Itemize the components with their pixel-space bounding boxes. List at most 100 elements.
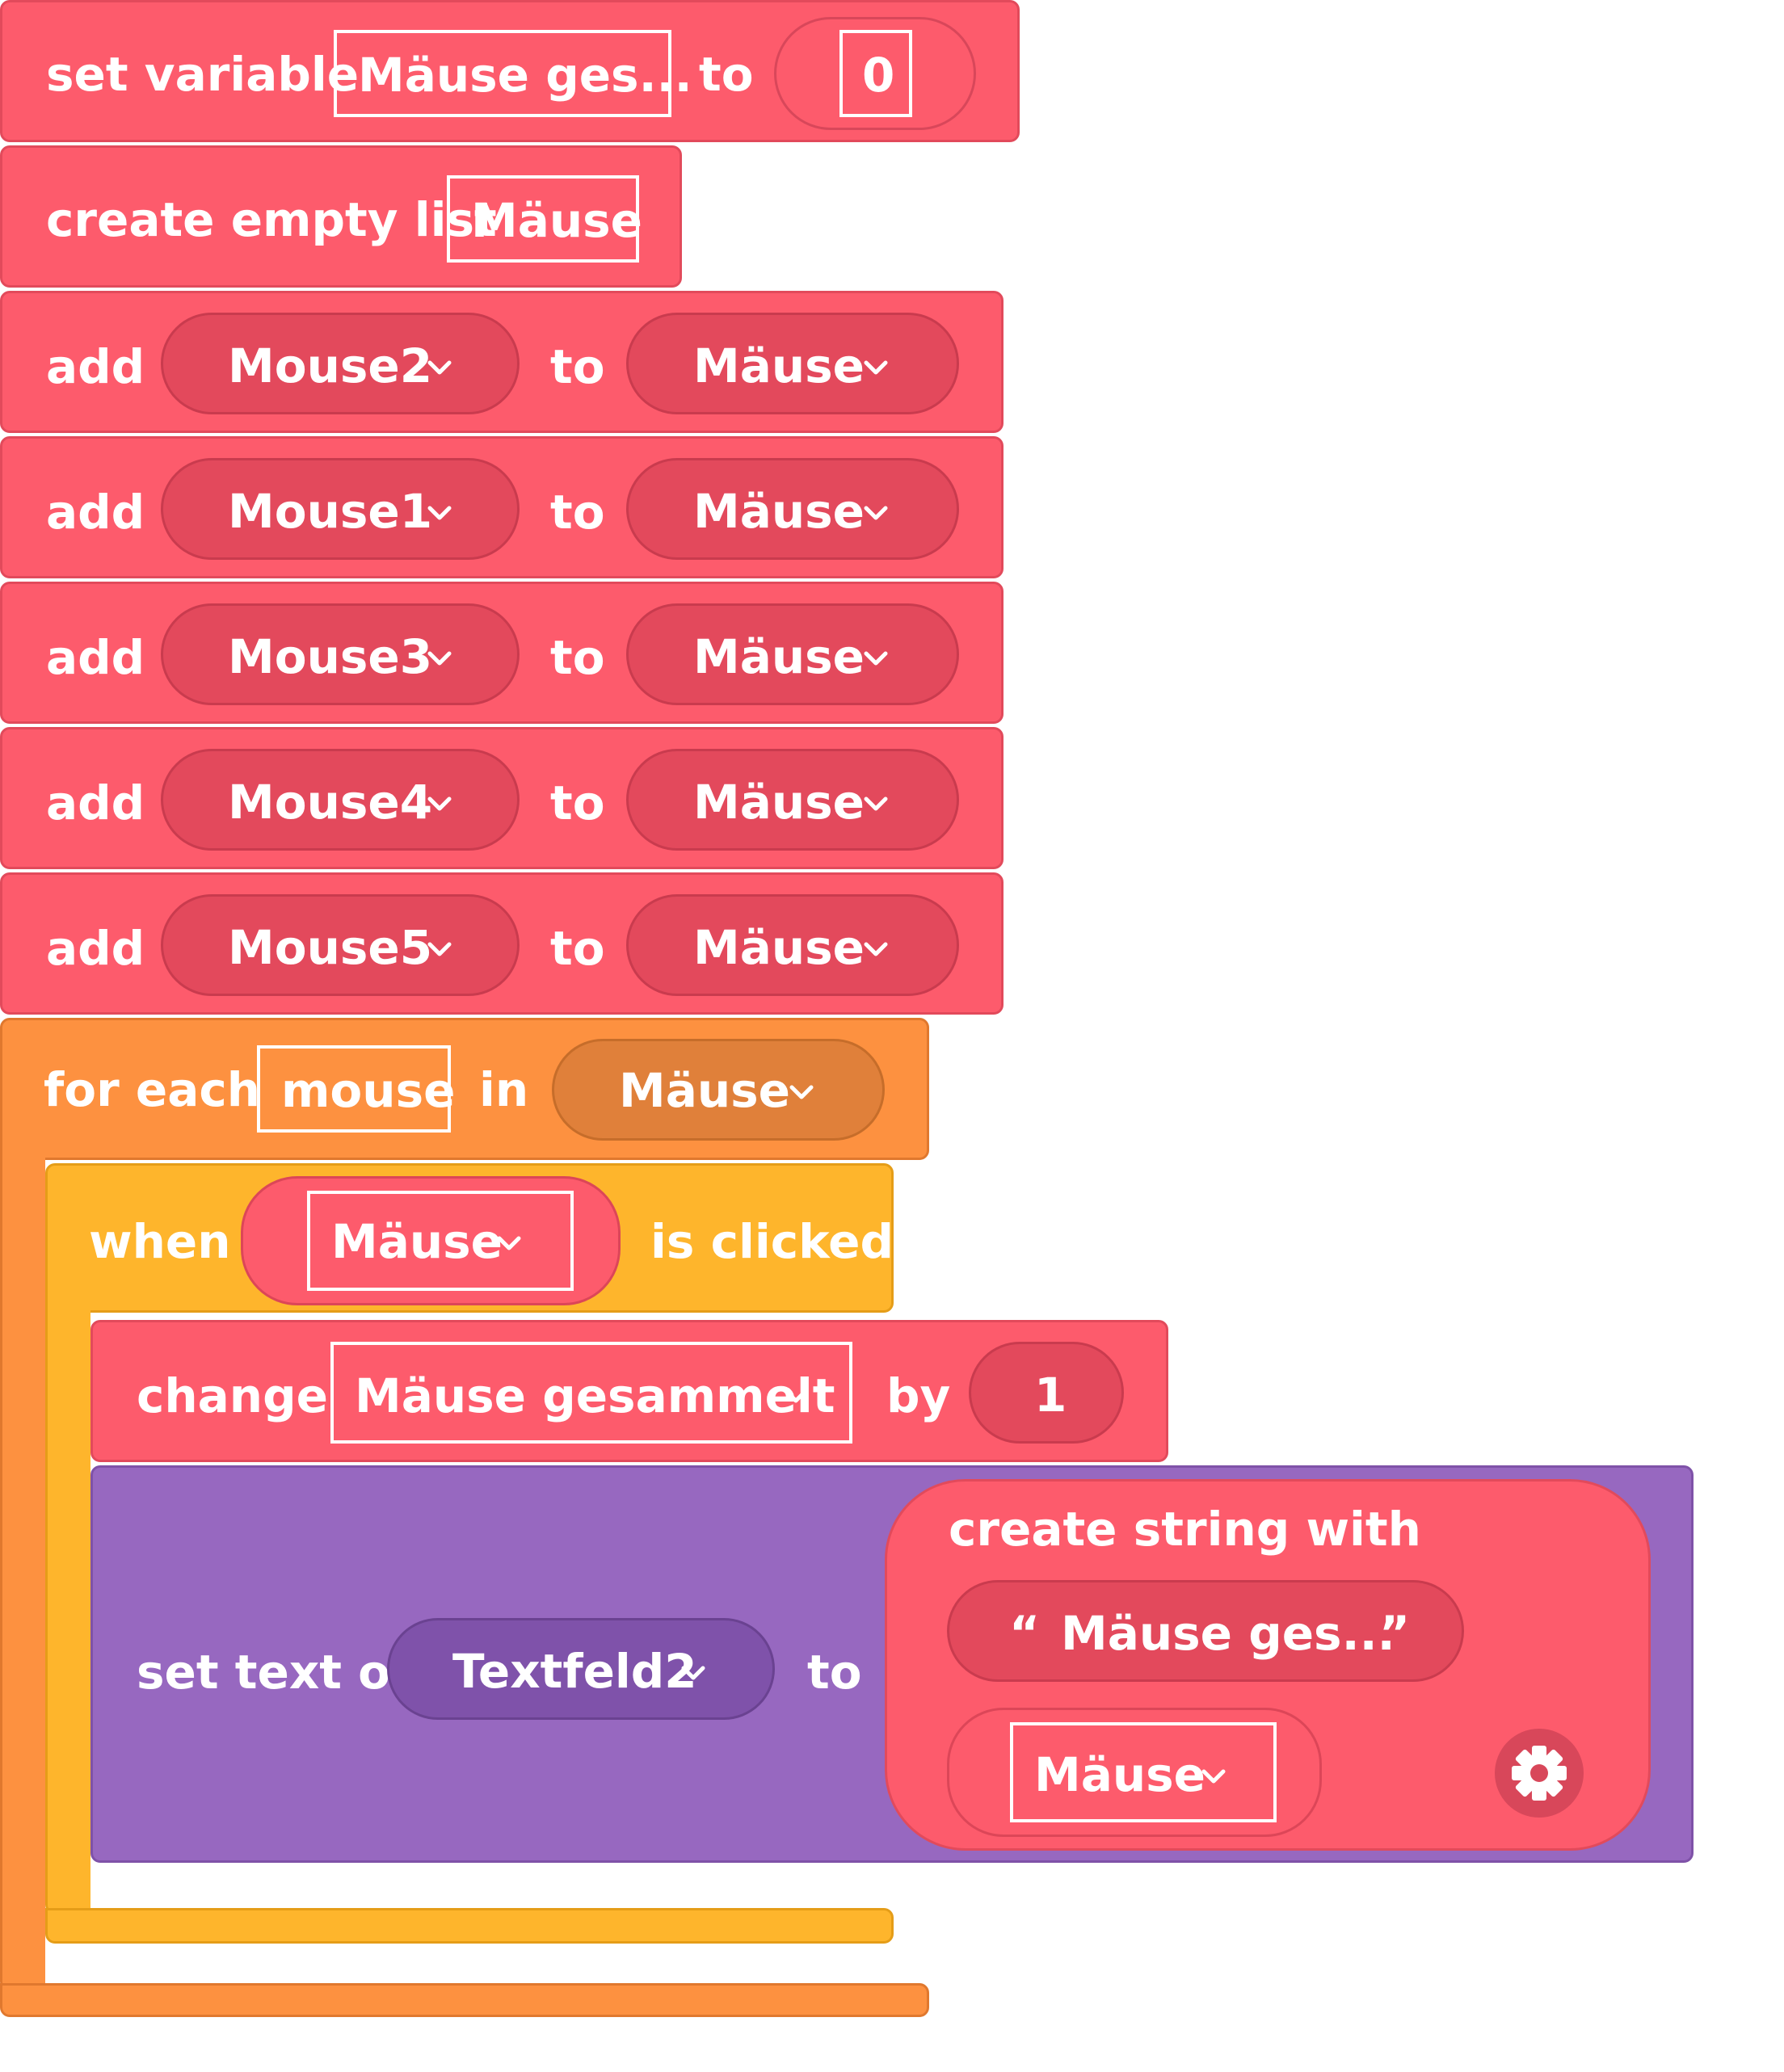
- chevron-down-icon: [427, 796, 452, 811]
- loop-variable-text: mouse: [281, 1063, 456, 1118]
- list-name-field[interactable]: Mäuse: [447, 175, 643, 263]
- change-amount-field[interactable]: 1: [969, 1342, 1124, 1444]
- string-variable-text: Mäuse: [1034, 1747, 1206, 1802]
- gear-icon[interactable]: [1495, 1729, 1584, 1818]
- add-list-text: Mäuse: [693, 775, 865, 830]
- chevron-down-icon: [427, 506, 452, 520]
- create-string-label: create string with: [949, 1502, 1421, 1557]
- change-variable-text: Mäuse gesammelt: [355, 1368, 835, 1423]
- add-list-text: Mäuse: [693, 920, 865, 975]
- add-item-block[interactable]: add Mouse4 to Mäuse: [0, 727, 1004, 869]
- add-item-text: Mouse1: [228, 484, 433, 539]
- set-variable-to-label: to: [699, 47, 754, 102]
- chevron-down-icon: [427, 651, 452, 666]
- add-item-block[interactable]: add Mouse2 to Mäuse: [0, 291, 1004, 433]
- set-text-to-label: to: [807, 1645, 862, 1700]
- component-socket: [241, 1176, 621, 1305]
- chevron-down-icon: [864, 942, 888, 956]
- variable-name-text: Mäuse ges...: [358, 48, 692, 103]
- create-empty-list-block[interactable]: create empty list Mäuse: [0, 145, 682, 288]
- add-item-dropdown[interactable]: Mouse5: [161, 894, 520, 996]
- chevron-down-icon: [784, 1389, 808, 1403]
- string-literal-text: Mäuse ges...: [1061, 1606, 1395, 1661]
- for-each-block-foot: [0, 1983, 929, 2017]
- string-literal-block[interactable]: “ Mäuse ges... ”: [947, 1580, 1464, 1682]
- add-list-text: Mäuse: [693, 484, 865, 539]
- add-to-label: to: [550, 775, 605, 830]
- textbox-component-dropdown[interactable]: Textfeld2: [387, 1618, 775, 1720]
- add-label: add: [46, 630, 145, 685]
- open-quote-text: “: [1009, 1606, 1041, 1661]
- for-each-label: for each: [44, 1062, 261, 1117]
- add-item-dropdown[interactable]: Mouse4: [161, 749, 520, 851]
- chevron-down-icon: [864, 651, 888, 666]
- list-name-text: Mäuse: [471, 193, 643, 248]
- chevron-down-icon: [864, 360, 888, 375]
- for-each-block-arm: [0, 1147, 45, 1991]
- add-to-label: to: [550, 630, 605, 685]
- add-item-dropdown[interactable]: Mouse1: [161, 458, 520, 560]
- add-list-text: Mäuse: [693, 338, 865, 393]
- add-item-dropdown[interactable]: Mouse2: [161, 313, 520, 414]
- change-amount-text: 1: [1034, 1368, 1067, 1423]
- set-variable-block[interactable]: set variable Mäuse ges... to 0: [0, 0, 1020, 142]
- add-list-dropdown[interactable]: Mäuse: [626, 313, 959, 414]
- string-variable-dropdown[interactable]: Mäuse: [1010, 1722, 1277, 1822]
- add-list-dropdown[interactable]: Mäuse: [626, 894, 959, 996]
- add-to-label: to: [550, 339, 605, 394]
- add-item-text: Mouse4: [228, 775, 433, 830]
- for-each-in-label: in: [479, 1062, 529, 1117]
- chevron-down-icon: [497, 1236, 521, 1250]
- add-to-label: to: [550, 485, 605, 540]
- create-empty-list-label: create empty list: [46, 192, 497, 247]
- string-variable-socket: [947, 1708, 1322, 1837]
- add-item-block[interactable]: add Mouse1 to Mäuse: [0, 436, 1004, 578]
- variable-name-field[interactable]: Mäuse ges...: [334, 30, 692, 117]
- create-string-block[interactable]: create string with “ Mäuse ges... ” Mäus…: [885, 1479, 1651, 1851]
- when-clicked-block-foot: [45, 1908, 894, 1944]
- set-variable-label: set variable: [46, 47, 360, 102]
- add-item-text: Mouse5: [228, 920, 433, 975]
- chevron-down-icon: [427, 942, 452, 956]
- chevron-down-icon: [789, 1085, 814, 1099]
- add-list-text: Mäuse: [693, 629, 865, 684]
- number-field[interactable]: 0: [839, 30, 912, 117]
- chevron-down-icon: [681, 1666, 705, 1680]
- add-label: add: [46, 339, 145, 394]
- add-list-dropdown[interactable]: Mäuse: [626, 603, 959, 705]
- component-dropdown[interactable]: Mäuse: [307, 1191, 574, 1291]
- add-list-dropdown[interactable]: Mäuse: [626, 749, 959, 851]
- component-dropdown-text: Mäuse: [331, 1214, 503, 1269]
- number-socket: [774, 17, 976, 130]
- add-label: add: [46, 775, 145, 830]
- add-list-dropdown[interactable]: Mäuse: [626, 458, 959, 560]
- close-quote-text: ”: [1379, 1606, 1411, 1661]
- set-text-label: set text of: [137, 1645, 411, 1700]
- chevron-down-icon: [427, 360, 452, 375]
- add-to-label: to: [550, 921, 605, 976]
- is-clicked-label: is clicked: [650, 1214, 894, 1269]
- add-label: add: [46, 921, 145, 976]
- set-text-block[interactable]: set text of Textfeld2 to create string w…: [90, 1465, 1694, 1863]
- change-label: change: [137, 1368, 328, 1423]
- add-label: add: [46, 485, 145, 540]
- add-item-block[interactable]: add Mouse5 to Mäuse: [0, 872, 1004, 1015]
- chevron-down-icon: [864, 796, 888, 811]
- number-value: 0: [862, 48, 895, 103]
- textbox-component-text: Textfeld2: [452, 1644, 697, 1699]
- when-clicked-block-arm: [45, 1301, 90, 1914]
- change-variable-dropdown[interactable]: Mäuse gesammelt: [330, 1342, 852, 1444]
- add-item-dropdown[interactable]: Mouse3: [161, 603, 520, 705]
- when-label: when: [89, 1214, 231, 1269]
- change-variable-block[interactable]: change Mäuse gesammelt by 1: [90, 1320, 1168, 1462]
- change-by-label: by: [886, 1368, 951, 1423]
- add-item-text: Mouse2: [228, 338, 433, 393]
- add-item-text: Mouse3: [228, 629, 433, 684]
- chevron-down-icon: [1201, 1769, 1226, 1784]
- loop-variable-field[interactable]: mouse: [257, 1045, 455, 1133]
- for-each-list-text: Mäuse: [619, 1063, 791, 1118]
- for-each-list-dropdown[interactable]: Mäuse: [552, 1039, 885, 1141]
- add-item-block[interactable]: add Mouse3 to Mäuse: [0, 582, 1004, 724]
- chevron-down-icon: [864, 506, 888, 520]
